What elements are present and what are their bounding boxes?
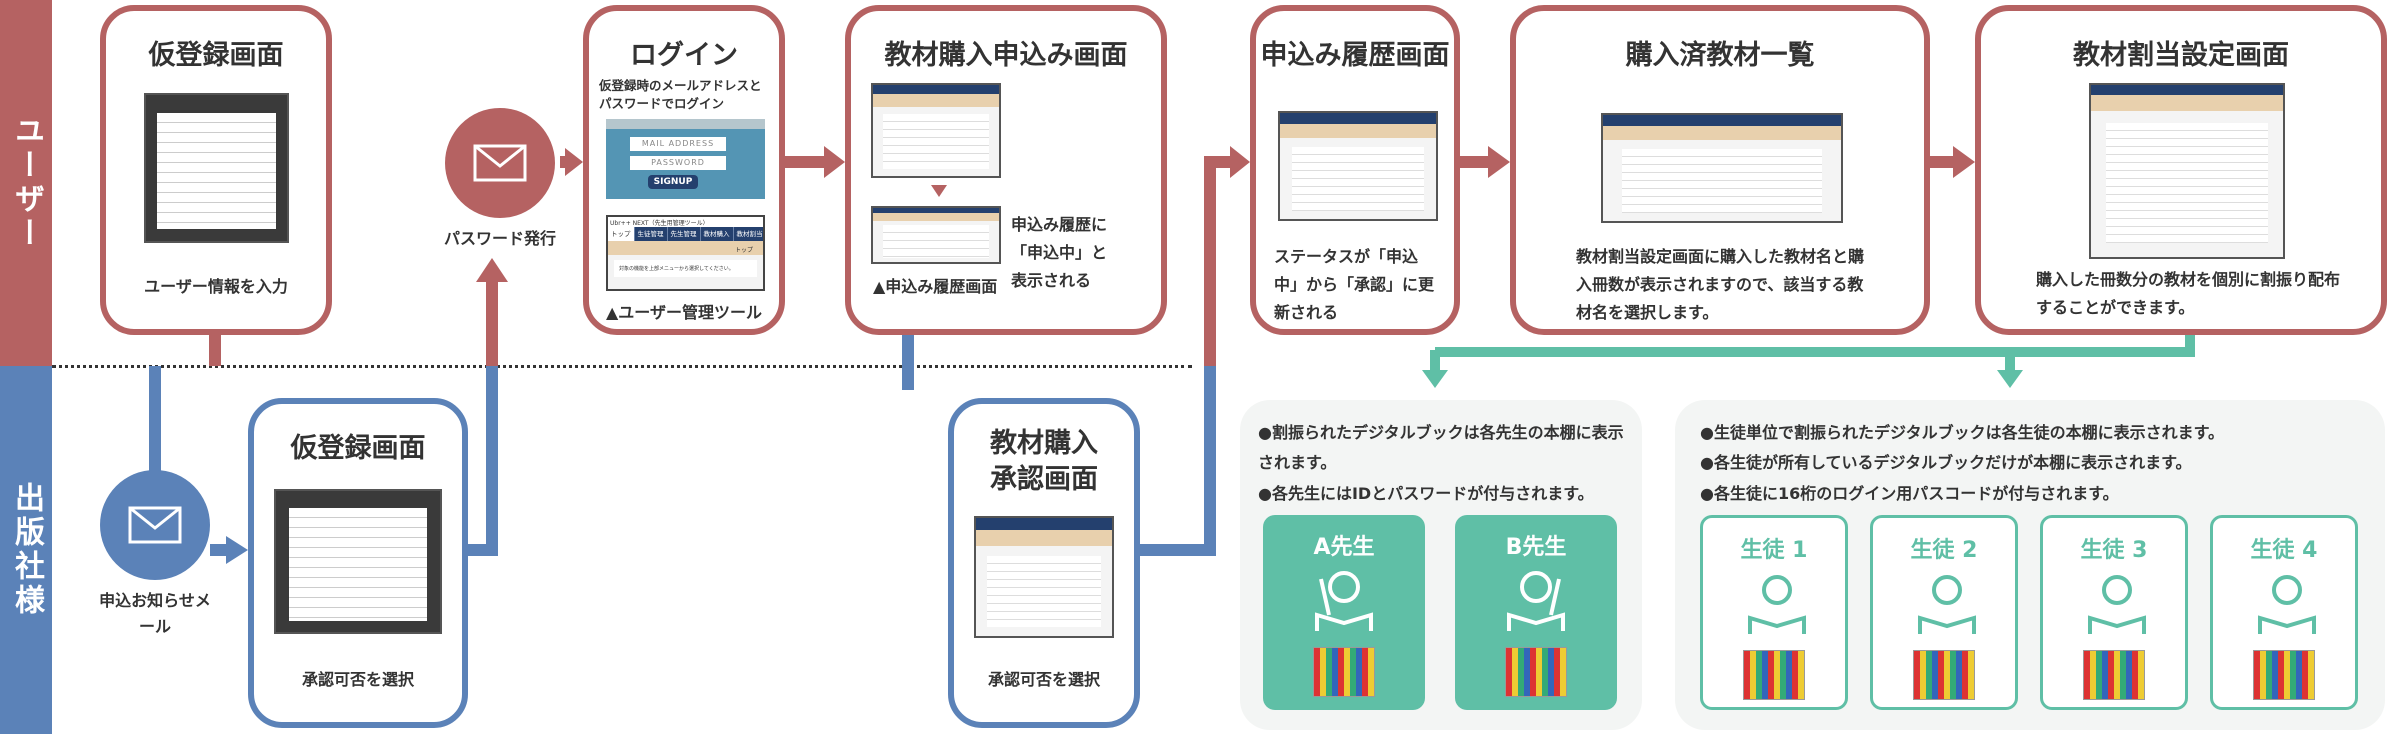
teacher-name: A先生 [1313, 535, 1375, 560]
bookshelf-thumbnail [2083, 650, 2145, 700]
lane-label: 出版社様 [9, 482, 44, 618]
student-reading-icon [2088, 575, 2146, 634]
signup-button: SIGNUP [648, 175, 698, 189]
teacher-card: A先生 [1263, 515, 1425, 710]
mail-icon [100, 470, 210, 580]
tool-header: トップ [608, 241, 763, 255]
bullet-text: ●生徒単位で割振られたデジタルブックは各生徒の本棚に表示されます。 [1700, 423, 2225, 442]
student-card: 生徒 1 [1700, 515, 1848, 710]
bookshelf-thumbnail [2253, 650, 2315, 700]
screenshot-thumbnail [2089, 83, 2285, 259]
step-caption: 承認可否を選択 [987, 670, 1100, 689]
screenshot-thumbnail [871, 206, 1001, 264]
tool-tab-top: トップ [608, 227, 635, 241]
step-title: 仮登録画面 [290, 433, 426, 464]
teacher-reading-icon [1507, 571, 1565, 631]
teacher-reading-icon [1315, 571, 1373, 631]
step-caption: 教材割当設定画面に購入した教材名と購入冊数が表示されますので、該当する教材名を選… [1576, 247, 1865, 322]
student-reading-icon [1918, 575, 1976, 634]
user-step-login: ログイン 仮登録時のメールアドレスとパスワードでログイン MAIL ADDRES… [583, 5, 785, 335]
down-arrow-icon [931, 185, 947, 205]
tool-tab-teachers: 先生管理 [668, 227, 701, 241]
step-caption: ユーザー情報を入力 [144, 277, 288, 296]
step-title: ログイン [630, 40, 738, 71]
user-tool-mock: Ubr++ NEXT（先生用管理ツール） トップ 生徒管理 先生管理 教材購入 … [606, 215, 765, 291]
student-reading-icon [2258, 575, 2316, 634]
step-title: 教材購入承認画面 [990, 428, 1098, 496]
screenshot-thumbnail [871, 83, 1001, 178]
bullet-text: ●各生徒に16桁のログイン用パスコードが付与されます。 [1700, 483, 2119, 503]
user-step-provisional-registration: 仮登録画面 ユーザー情報を入力 [100, 5, 332, 335]
bullet-text: ●各先生にはIDとパスワードが付与されます。 [1258, 483, 1594, 503]
student-name: 生徒 4 [2250, 538, 2318, 563]
step-caption: ステータスが「申込中」から「承認」に更新される [1274, 247, 1435, 322]
user-step-purchased-materials: 購入済教材一覧 教材割当設定画面に購入した教材名と購入冊数が表示されますので、該… [1510, 5, 1930, 335]
step-title: 購入済教材一覧 [1625, 40, 1815, 71]
mail-address-field: MAIL ADDRESS [630, 137, 726, 151]
step-description: 仮登録時のメールアドレスとパスワードでログイン [599, 78, 762, 112]
step-title: 申込み履歴画面 [1260, 40, 1450, 71]
step-caption: ▲ユーザー管理ツール [606, 303, 762, 322]
screenshot-thumbnail [144, 93, 289, 243]
password-issue-label: パスワード発行 [443, 229, 556, 248]
student-card: 生徒 2 [1870, 515, 2018, 710]
password-field: PASSWORD [630, 156, 726, 170]
step-title: 仮登録画面 [148, 40, 284, 71]
screenshot-thumbnail [974, 516, 1114, 638]
user-step-material-assignment: 教材割当設定画面 購入した冊数分の教材を個別に割振り配布することができます。 [1975, 5, 2387, 335]
user-step-application-history: 申込み履歴画面 ステータスが「申込中」から「承認」に更新される [1250, 5, 1460, 335]
teacher-bookshelf-panel: ●割振られたデジタルブックは各先生の本棚に表示されます。 ●各先生にはIDとパス… [1240, 400, 1642, 730]
step-title: 教材購入申込み画面 [884, 40, 1128, 71]
tool-title: Ubr++ NEXT（先生用管理ツール） [608, 217, 763, 227]
teacher-card: B先生 [1455, 515, 1617, 710]
bookshelf-thumbnail [1505, 647, 1567, 697]
step-title: 教材割当設定画面 [2073, 40, 2289, 71]
teacher-name: B先生 [1505, 535, 1567, 560]
bullet-text: ●割振られたデジタルブックは各先生の本棚に表示されます。 [1258, 423, 1624, 473]
notify-mail-label: 申込お知らせメール [99, 591, 211, 636]
bookshelf-thumbnail [1743, 650, 1805, 700]
student-reading-icon [1748, 575, 1806, 634]
login-form-mock: MAIL ADDRESS PASSWORD SIGNUP [606, 119, 765, 199]
publisher-step-provisional-registration: 仮登録画面 承認可否を選択 [248, 398, 468, 728]
bookshelf-thumbnail [1913, 650, 1975, 700]
tool-tab-students: 生徒管理 [635, 227, 668, 241]
lane-user: ユーザー [0, 0, 52, 366]
step-caption: 承認可否を選択 [301, 670, 414, 689]
student-name: 生徒 1 [1740, 538, 1808, 563]
lane-divider [52, 365, 1192, 368]
screenshot-thumbnail [1278, 111, 1438, 221]
tool-tab-assignment: 教材割当設定 [734, 227, 764, 241]
step-caption: 購入した冊数分の教材を個別に割振り配布することができます。 [2036, 270, 2341, 317]
bookshelf-thumbnail [1313, 647, 1375, 697]
tool-body: 対象の機能を上部メニューから選択してください。 [614, 260, 757, 277]
user-step-purchase-application: 教材購入申込み画面 ▲申込み履歴画面 申込み履歴に「申込中」と表示される [845, 5, 1167, 335]
mail-icon [445, 108, 555, 218]
tool-tabs: トップ 生徒管理 先生管理 教材購入 教材割当設定 [608, 227, 763, 241]
student-name: 生徒 3 [2080, 538, 2148, 563]
screenshot-thumbnail [1601, 113, 1843, 223]
lane-label: ユーザー [9, 115, 44, 251]
screenshot-thumbnail [274, 489, 442, 634]
student-bookshelf-panel: ●生徒単位で割振られたデジタルブックは各生徒の本棚に表示されます。 ●各生徒が所… [1675, 400, 2385, 730]
publisher-step-purchase-approval: 教材購入承認画面 承認可否を選択 [948, 398, 1140, 728]
step-caption: ▲申込み履歴画面 [873, 277, 998, 296]
side-note: 申込み履歴に「申込中」と表示される [1011, 215, 1108, 290]
student-name: 生徒 2 [1910, 538, 1978, 563]
tool-tab-purchase: 教材購入 [701, 227, 734, 241]
student-card: 生徒 4 [2210, 515, 2358, 710]
bullet-text: ●各生徒が所有しているデジタルブックだけが本棚に表示されます。 [1700, 453, 2192, 473]
student-card: 生徒 3 [2040, 515, 2188, 710]
lane-publisher: 出版社様 [0, 366, 52, 734]
